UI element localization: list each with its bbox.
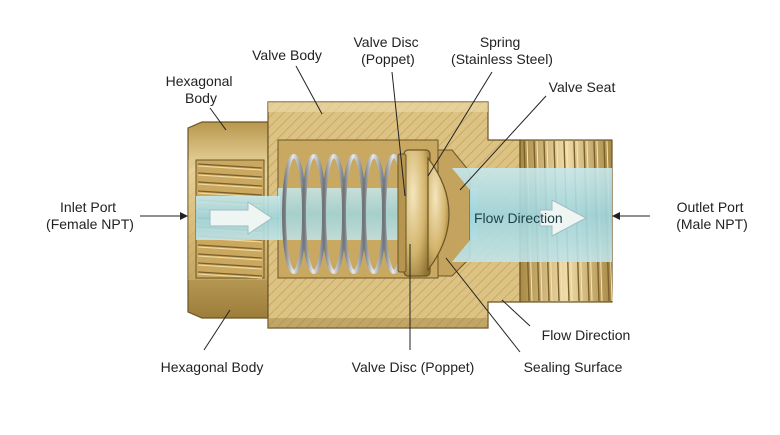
outlet-flow-arrow xyxy=(539,199,588,237)
hex-body-top-label: Hexagonal Body xyxy=(166,73,237,106)
inlet-flow-arrow xyxy=(209,201,273,235)
valve-body-label: Valve Body xyxy=(252,47,322,63)
valve-disc-top-label: Valve Disc (Poppet) xyxy=(354,34,423,67)
sealing-surface-label: Sealing Surface xyxy=(524,359,623,375)
valve-seat-label: Valve Seat xyxy=(549,79,616,95)
hex-body-bottom-label: Hexagonal Body xyxy=(161,359,264,375)
flow-direction-lower-label: Flow Direction xyxy=(542,327,631,343)
spring-label: Spring (Stainless Steel) xyxy=(451,34,553,67)
flow-direction-inner-label: Flow Direction xyxy=(474,210,563,226)
leader-lines xyxy=(140,65,650,353)
outlet-port-label: Outlet Port (Male NPT) xyxy=(676,199,748,232)
inlet-port-label: Inlet Port (Female NPT) xyxy=(46,199,134,232)
valve-disc-bottom-label: Valve Disc (Poppet) xyxy=(352,359,475,375)
